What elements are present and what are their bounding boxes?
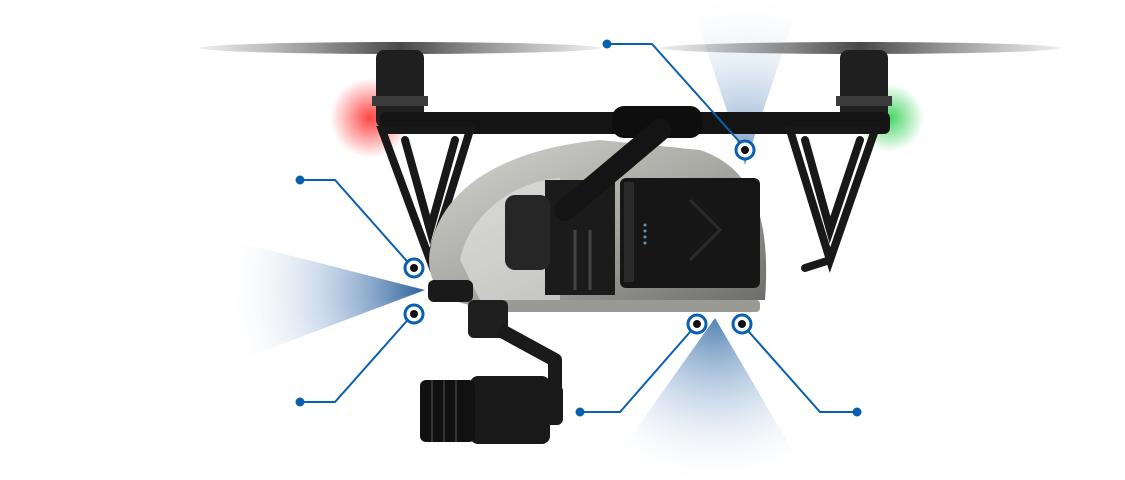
sensor-ring-icon[interactable]	[734, 139, 756, 161]
sensor-beams	[230, 0, 810, 480]
sensor-rings	[403, 139, 756, 335]
callout-dot-icon[interactable]	[295, 397, 305, 407]
callout-line-bottom-left	[580, 323, 698, 413]
right-propeller	[660, 42, 1060, 54]
callout-dot-icon[interactable]	[575, 407, 585, 417]
front-sensor-housing	[428, 280, 473, 302]
gimbal-camera	[420, 300, 563, 444]
propellers	[200, 42, 1060, 54]
callout-dot-icon[interactable]	[852, 407, 862, 417]
callout-line-top	[607, 43, 746, 149]
motors	[372, 50, 892, 128]
left-motor	[376, 50, 424, 128]
landing-legs	[376, 126, 881, 273]
sensor-ring-icon[interactable]	[731, 313, 753, 335]
callout-line-bottom-right	[741, 323, 857, 413]
right-motor	[840, 50, 888, 128]
callout-lines	[300, 43, 857, 413]
callout-dots	[295, 39, 862, 417]
sensor-ring-icon[interactable]	[686, 313, 708, 335]
battery	[620, 178, 760, 288]
callout-line-front-lower	[300, 313, 414, 403]
sensor-ring-icon[interactable]	[403, 257, 425, 279]
camera-lens	[420, 380, 475, 442]
callout-line-front-upper	[300, 179, 414, 269]
callout-dot-icon[interactable]	[602, 39, 612, 49]
callout-dot-icon[interactable]	[295, 175, 305, 185]
camera-body	[470, 376, 550, 444]
top-sensor-beam	[690, 0, 800, 165]
front-sensor-beam	[230, 240, 425, 360]
left-propeller	[200, 42, 600, 54]
sensor-ring-icon[interactable]	[403, 303, 425, 325]
bottom-sensor-beam	[600, 318, 810, 480]
